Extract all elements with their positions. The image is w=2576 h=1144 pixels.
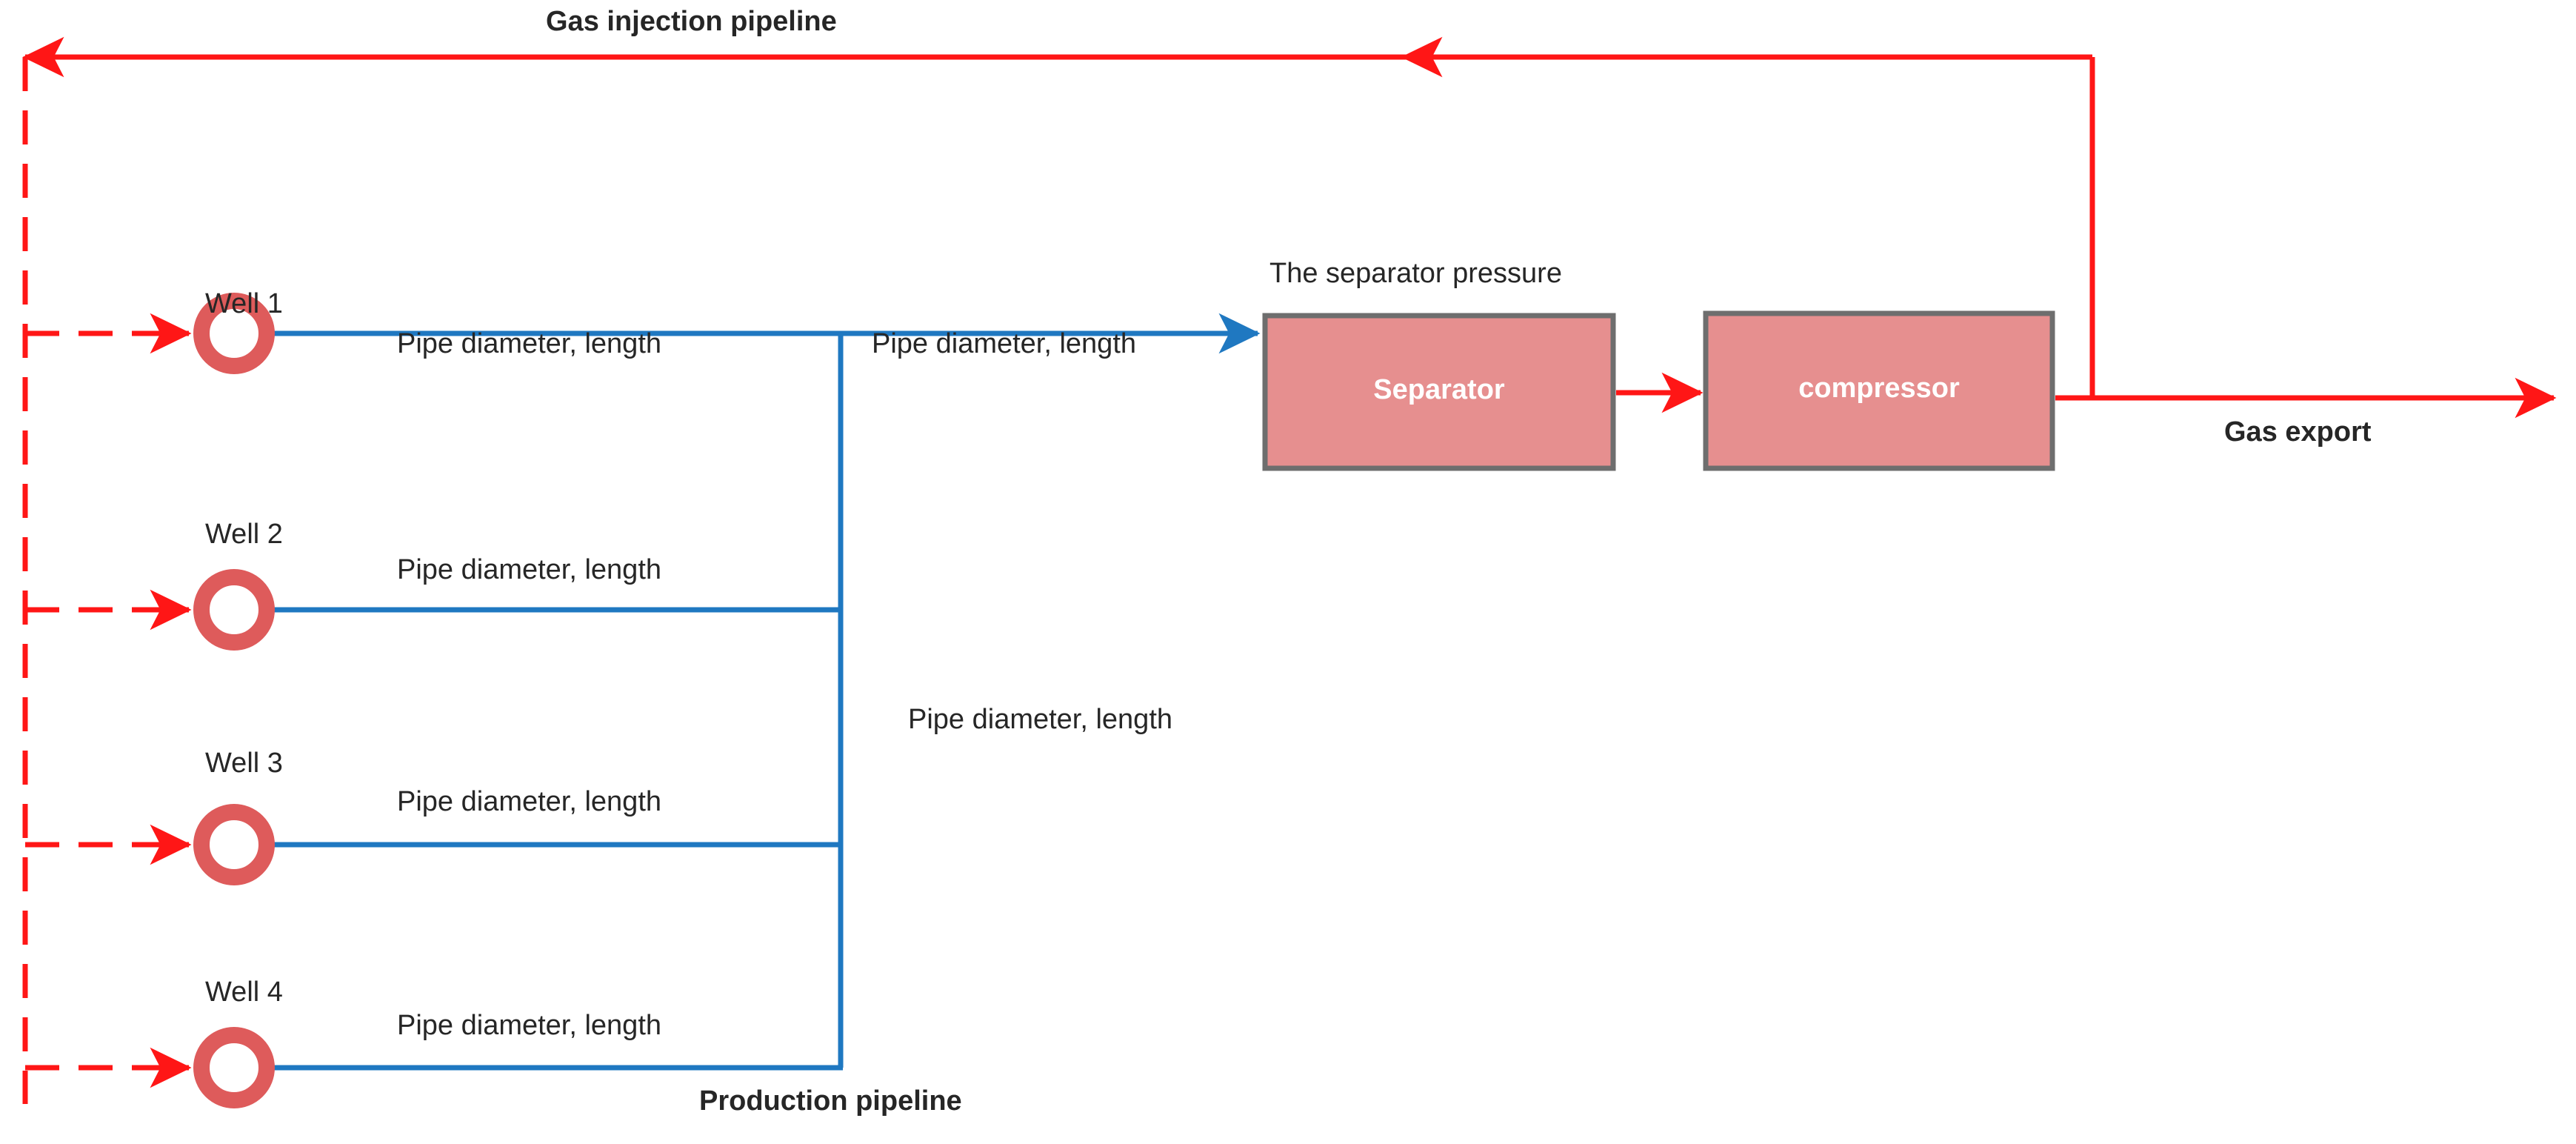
pipe-label-well-3: Pipe diameter, length [397, 786, 662, 817]
compressor-box[interactable] [1703, 310, 2055, 471]
pipe-label-well-4: Pipe diameter, length [397, 1010, 662, 1041]
well-label-3: Well 3 [205, 748, 283, 779]
compressor-label: compressor [1798, 373, 1960, 404]
separator-pressure-note: The separator pressure [1269, 258, 1562, 289]
pipe-label-well-1: Pipe diameter, length [397, 328, 662, 359]
well-symbol-2[interactable] [193, 569, 275, 651]
well-label-4: Well 4 [205, 977, 283, 1008]
pipe-label-trunk: Pipe diameter, length [872, 328, 1137, 359]
separator-box[interactable] [1262, 313, 1616, 471]
gas-injection-pipeline-title: Gas injection pipeline [546, 6, 837, 37]
well-label-1: Well 1 [205, 288, 283, 319]
well-label-2: Well 2 [205, 519, 283, 550]
production-pipeline-title: Production pipeline [699, 1085, 962, 1117]
well-symbol-1[interactable] [193, 293, 275, 374]
pipe-label-manifold: Pipe diameter, length [908, 704, 1173, 735]
separator-label: Separator [1373, 374, 1505, 405]
gas-export-label: Gas export [2224, 416, 2372, 448]
pipe-label-well-2: Pipe diameter, length [397, 554, 662, 585]
well-symbol-3[interactable] [193, 804, 275, 885]
well-symbol-4[interactable] [193, 1027, 275, 1108]
